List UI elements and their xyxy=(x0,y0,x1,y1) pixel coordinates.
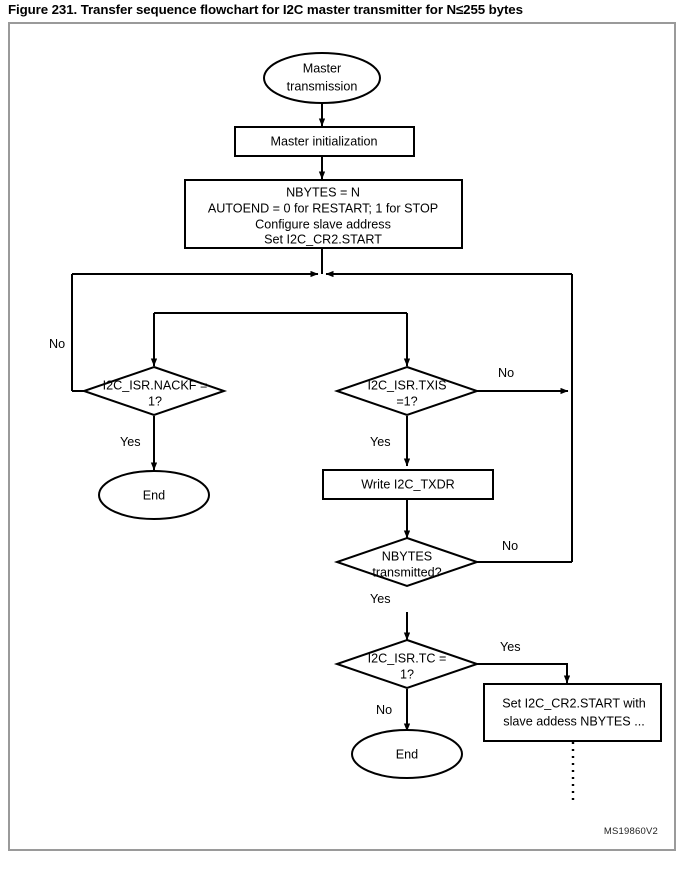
figure-caption: Figure 231. Transfer sequence flowchart … xyxy=(8,2,523,17)
edge-label-tc-yes: Yes xyxy=(500,640,521,654)
node-label-line2: slave addess NBYTES ... xyxy=(503,714,644,728)
process-shape xyxy=(483,683,662,742)
edge-label-txis-no: No xyxy=(498,366,514,380)
node-label-line2: 1? xyxy=(400,667,414,681)
node-label-line2: =1? xyxy=(396,394,417,408)
node-label-line1: I2C_ISR.NACKF = xyxy=(103,378,208,392)
node-label-line1: End xyxy=(143,488,165,502)
node-label-line2: transmitted? xyxy=(372,565,441,579)
node-label-line4: Set I2C_CR2.START xyxy=(264,232,382,246)
node-label-line1: Write I2C_TXDR xyxy=(361,477,455,491)
node-label-line1: End xyxy=(396,747,418,761)
node-master-transmission[interactable]: Master transmission xyxy=(263,52,381,104)
edge-label-nackf-no: No xyxy=(49,337,65,351)
process-shape xyxy=(184,179,463,249)
edge-labels: No Yes No Yes No Yes Yes No xyxy=(49,337,521,717)
node-label-line1: NBYTES xyxy=(382,549,432,563)
process-shape xyxy=(234,126,415,157)
node-label-line1: NBYTES = N xyxy=(286,185,360,199)
edge-tc-yes-to-restart xyxy=(477,663,571,684)
terminator-shape xyxy=(263,52,381,104)
edge-label-nbytes-no: No xyxy=(502,539,518,553)
edge-label-nbytes-yes: Yes xyxy=(370,592,391,606)
node-label-line1: Master xyxy=(303,61,342,75)
watermark-id: MS19860V2 xyxy=(604,826,658,837)
process-shape xyxy=(322,469,494,500)
node-decision-nackf[interactable]: I2C_ISR.NACKF = 1? xyxy=(80,365,228,417)
node-label-line1: Set I2C_CR2.START with xyxy=(502,696,645,710)
node-label-line2: transmission xyxy=(287,79,358,93)
node-label-line3: Configure slave address xyxy=(255,217,391,231)
node-end-left[interactable]: End xyxy=(98,470,210,520)
edge-label-tc-no: No xyxy=(376,703,392,717)
node-decision-nbytes-transmitted[interactable]: NBYTES transmitted? xyxy=(333,536,481,588)
terminator-shape xyxy=(351,729,463,779)
flowchart-canvas: Master transmission Master initializatio… xyxy=(49,52,662,837)
node-decision-isr-tc[interactable]: I2C_ISR.TC = 1? xyxy=(333,638,481,690)
edge-label-nackf-yes: Yes xyxy=(120,435,141,449)
node-master-initialization[interactable]: Master initialization xyxy=(234,126,415,157)
node-label-line1: I2C_ISR.TXIS xyxy=(367,378,446,392)
node-label-line1: Master initialization xyxy=(270,134,377,148)
decision-shape xyxy=(80,365,228,417)
decision-shape xyxy=(333,536,481,588)
node-label-line2: AUTOEND = 0 for RESTART; 1 for STOP xyxy=(208,201,438,215)
node-decision-txis[interactable]: I2C_ISR.TXIS =1? xyxy=(333,365,481,417)
terminator-shape xyxy=(98,470,210,520)
node-write-txdr[interactable]: Write I2C_TXDR xyxy=(322,469,494,500)
connectors xyxy=(71,103,575,801)
edge-label-txis-yes: Yes xyxy=(370,435,391,449)
decision-shape xyxy=(333,365,481,417)
decision-shape xyxy=(333,638,481,690)
node-setup[interactable]: NBYTES = N AUTOEND = 0 for RESTART; 1 fo… xyxy=(184,179,463,249)
node-label-line2: 1? xyxy=(148,394,162,408)
node-label-line1: I2C_ISR.TC = xyxy=(368,651,447,665)
node-restart-with-slave-address[interactable]: Set I2C_CR2.START with slave addess NBYT… xyxy=(483,683,662,742)
node-end-bottom[interactable]: End xyxy=(351,729,463,779)
